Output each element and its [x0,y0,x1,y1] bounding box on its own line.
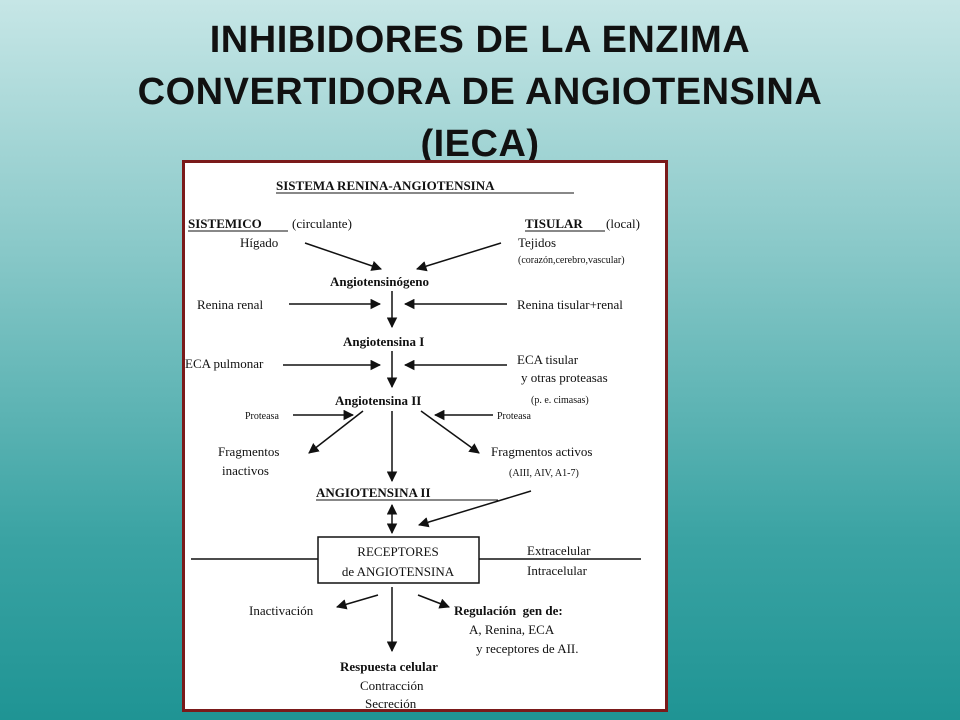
renin-angiotensin-diagram: SISTEMA RENINA-ANGIOTENSINA SISTEMICO (c… [185,178,641,709]
arrow-liver-to-angiotensinogen [304,242,382,271]
other-proteases-label: y otras proteasas [521,370,608,385]
gene-targets-label: A, Renina, ECA [469,622,555,637]
tissues-label: Tejidos [518,235,556,250]
arrow-active-fragments-to-receptors [417,490,532,528]
inactivation-label: Inactivación [249,603,314,618]
gene-regulation-label: Regulación gen de: [454,603,563,618]
angiotensin-2-label: Angiotensina II [335,393,421,408]
liver-label: Hígado [240,235,278,250]
active-fragments-label: Fragmentos activos [491,444,592,459]
tissues-note: (corazón,cerebro,vascular) [518,255,625,266]
arrow-receptors-to-gene-regulation [417,594,450,609]
extracellular-label: Extracelular [527,543,591,558]
inactive-fragments-label-2: inactivos [222,463,269,478]
gene-targets-label-2: y receptores de AII. [476,641,579,656]
arrow-ang2-to-inactive-fragments [308,410,364,454]
title-line-2: CONVERTIDORA DE ANGIOTENSINA [137,71,823,113]
active-fragments-list: (AIII, AIV, A1-7) [509,468,579,479]
renin-renal-label: Renina renal [197,297,263,312]
tissue-note: (local) [606,216,640,231]
eca-tissue-label: ECA tisular [517,352,579,367]
arrow-receptors-to-inactivation [335,594,379,610]
angiotensinogen-label: Angiotensinógeno [330,274,429,289]
arrow-ang2-to-active-fragments [420,410,480,454]
slide-title: INHIBIDORES DE LA ENZIMA CONVERTIDORA DE… [0,14,960,170]
cell-response-label: Respuesta celular [340,659,438,674]
proteases-example-label: (p. e. cimasas) [531,395,589,406]
contraction-label: Contracción [360,678,424,693]
renin-tissue-label: Renina tisular+renal [517,297,623,312]
tissue-header: TISULAR [525,216,583,231]
eca-pulmonary-label: ECA pulmonar [185,356,264,371]
receptors-label-1: RECEPTORES [357,544,438,559]
systemic-note: (circulante) [292,216,352,231]
angiotensin-2-caps-label: ANGIOTENSINA II [316,485,431,500]
inactive-fragments-label-1: Fragmentos [218,444,279,459]
protease-right-label: Proteasa [497,411,531,422]
arrow-tissues-to-angiotensinogen [415,242,502,272]
diagram-frame: SISTEMA RENINA-ANGIOTENSINA SISTEMICO (c… [182,160,668,712]
receptors-box [317,536,480,584]
title-line-1: INHIBIDORES DE LA ENZIMA [209,19,751,61]
protease-left-label: Proteasa [245,411,279,422]
receptors-label-2: de ANGIOTENSINA [342,564,455,579]
diagram-title: SISTEMA RENINA-ANGIOTENSINA [276,178,495,193]
title-line-3: (IECA) [420,123,540,165]
secretion-label: Secreción [365,696,417,709]
angiotensin-1-label: Angiotensina I [343,334,424,349]
intracellular-label: Intracelular [527,563,588,578]
systemic-header: SISTEMICO [188,216,262,231]
